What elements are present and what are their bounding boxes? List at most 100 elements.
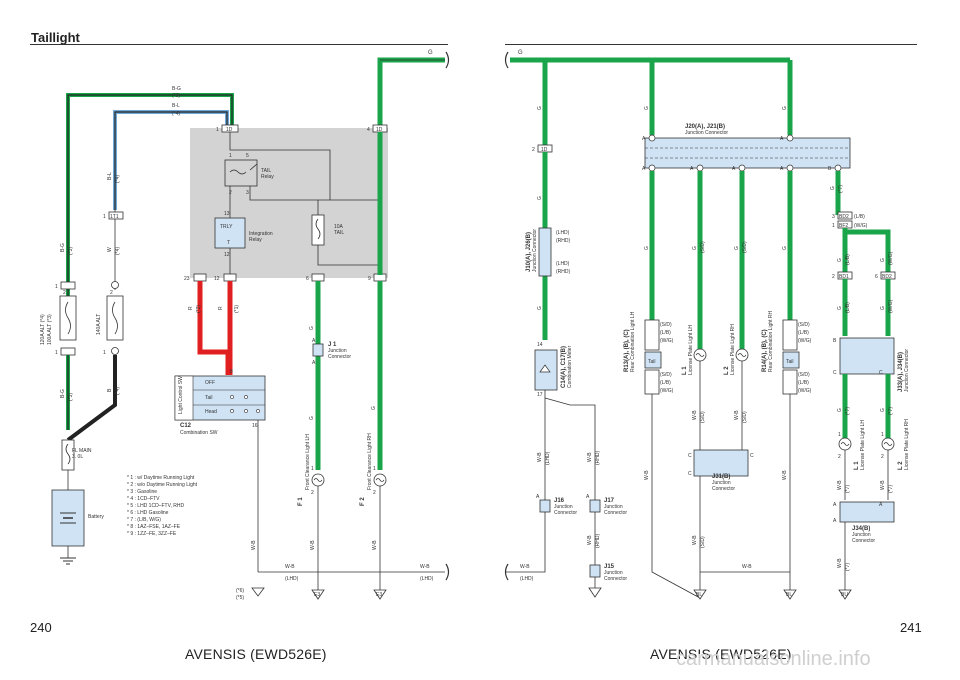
meter-indicator-icon — [539, 364, 551, 373]
wire-label-wb-bus-right: W-B — [420, 564, 430, 570]
j16-sub: Connector — [554, 510, 577, 516]
ground-icon-right-2 — [783, 589, 797, 600]
wire-note-bg-top: (*3) — [172, 93, 180, 99]
j10-lhd-2: (LHD) — [556, 261, 570, 267]
junction-j31 — [693, 449, 749, 477]
junction-j1 — [312, 343, 324, 357]
j31-sub: Connector — [712, 486, 735, 492]
note-3: * 3 : Gasoline — [127, 489, 157, 495]
wire-note-wb-bus-r: (LHD) — [520, 576, 534, 582]
integration-relay-label: Integration — [249, 231, 273, 237]
svg-text:1: 1 — [55, 284, 58, 290]
wire-label-wb-f1: W-B — [310, 540, 316, 550]
r13-sd-top: (S/D) — [660, 322, 672, 328]
wire-label-g-f2: G — [371, 406, 377, 410]
l1-name: License Plate Light LH — [688, 325, 694, 375]
j33-code: J33(A), J34(B) — [898, 352, 904, 392]
j10-rhd-1: (RHD) — [556, 238, 570, 244]
note-5: * 5 : LHD 1CD–FTV, RHD — [127, 503, 184, 509]
bd2-top-code: BD2 — [839, 214, 849, 220]
wire-label-wb-star7b: W-B — [880, 480, 886, 490]
alt-label-2: 100A ALT (*3) — [47, 314, 53, 345]
wire-label-g-wg-2: G — [880, 306, 886, 310]
ground-icon-right-1 — [693, 589, 707, 600]
wire-note-g-star7-b: (*7) — [845, 407, 851, 415]
j31-name: Junction — [712, 480, 731, 486]
wire-label-wb-bus2: W-B — [742, 564, 752, 570]
wire-label-wb-r1: W-B — [644, 470, 650, 480]
r14-lb-top: (L/B) — [798, 330, 809, 336]
wire-label-wb-rhd: W-B — [587, 452, 593, 462]
r14-sd-top: (S/D) — [798, 322, 810, 328]
tail-relay-sub: Relay — [261, 174, 274, 180]
wire-label-g-joint: G — [309, 326, 315, 330]
c12-pin-8: 8 — [230, 369, 233, 375]
trly-label: TRLY — [220, 224, 233, 230]
r14-tail: Tail — [786, 359, 794, 365]
bd1-code: BD1 — [839, 274, 849, 280]
relay-pin-1: 1 — [229, 153, 232, 159]
integration-relay-box — [214, 217, 246, 249]
r14-connector-top — [782, 319, 798, 351]
switch-pos-off: OFF — [205, 380, 215, 386]
r13-code: R13(A), (B), (C) — [624, 329, 630, 372]
j15-name: Junction — [604, 570, 623, 576]
r13-name: Rear Combination Light LH — [630, 311, 636, 372]
j1-name: Junction — [328, 348, 347, 354]
wire-label-g-col1: G — [644, 106, 650, 110]
light-control-sw-label: Light Control SW — [178, 376, 184, 414]
r14-name: Rear Combination Light RH — [768, 310, 774, 372]
j34-pin-a-1: A — [833, 502, 837, 508]
wire-note-r2: (*1) — [234, 305, 240, 313]
alt-fuse-1-pin-1: 1 — [55, 350, 58, 356]
wire-label-g-wg: G — [880, 258, 886, 262]
r13-wg-top: (W/G) — [660, 338, 674, 344]
wire-label-wb-bus-left: W-B — [285, 564, 295, 570]
l2b-name: License Plate Light RH — [904, 419, 910, 470]
wire-note-wb-rhd: (RHD) — [595, 451, 601, 465]
wire-label-bg-low: B-G — [60, 389, 66, 398]
j33-pin-c-1: C — [833, 370, 837, 376]
wire-note-g-star7-c: (*7) — [888, 407, 894, 415]
j10-lhd-1: (LHD) — [556, 230, 570, 236]
l2-code: L 2 — [724, 366, 730, 375]
wire-label-g-top: G — [428, 50, 433, 56]
j10-code: J10(A), J26(B) — [526, 232, 532, 272]
j34-name: Junction — [852, 532, 871, 538]
j20-pin-a-5: A — [732, 166, 736, 172]
ground-bl-1: BL — [696, 592, 702, 598]
connector-1t1 — [108, 211, 124, 220]
j17-sub: Connector — [604, 510, 627, 516]
wire-label-wb-bus-r: W-B — [520, 564, 530, 570]
j1-code: J 1 — [328, 342, 337, 348]
wire-note-bg-mid: (*3) — [68, 247, 74, 255]
wire-label-b-low: B — [107, 388, 113, 392]
wire-label-w-mid: W — [107, 247, 113, 252]
j20-pin-a-3: A — [642, 166, 646, 172]
wire-note-wb-sd1-b: (S/D) — [700, 536, 706, 548]
alt-label-1: 120A ALT (*4) — [40, 314, 46, 345]
bf2-code: BF2 — [839, 223, 848, 229]
j20-code: J20(A), J21(B) — [685, 124, 725, 130]
page-number-right: 241 — [900, 620, 922, 635]
j20-pin-a-4: A — [690, 166, 694, 172]
note-4: * 4 : 1CD–FTV — [127, 496, 160, 502]
note-2: * 2 : w/o Daytime Running Light — [127, 482, 198, 488]
battery-label: Battery — [88, 514, 104, 520]
alt-label-3: 140A ALT — [96, 314, 102, 335]
j33-pin-b: B — [833, 338, 837, 344]
wire-label-g-col2: G — [537, 196, 543, 200]
note-1: * 1 : w/ Daytime Running Light — [127, 475, 195, 481]
note-8: * 8 : 1AZ–FSE, 1AZ–FE — [127, 524, 181, 530]
wire-label-wb-c12: W-B — [251, 540, 257, 550]
tail-relay-label: TAIL — [261, 168, 271, 174]
c12-code: C12 — [180, 423, 192, 429]
j16-name: Junction — [554, 504, 573, 510]
j10-name: Junction Connector — [532, 229, 538, 272]
r13-lamp-box — [644, 351, 662, 369]
j34-sub: Connector — [852, 538, 875, 544]
f2-code: F 2 — [360, 497, 366, 506]
j31-code: J31(B) — [712, 474, 730, 480]
wire-g-top-left — [377, 57, 445, 128]
j33-pin-c-2: C — [879, 370, 883, 376]
